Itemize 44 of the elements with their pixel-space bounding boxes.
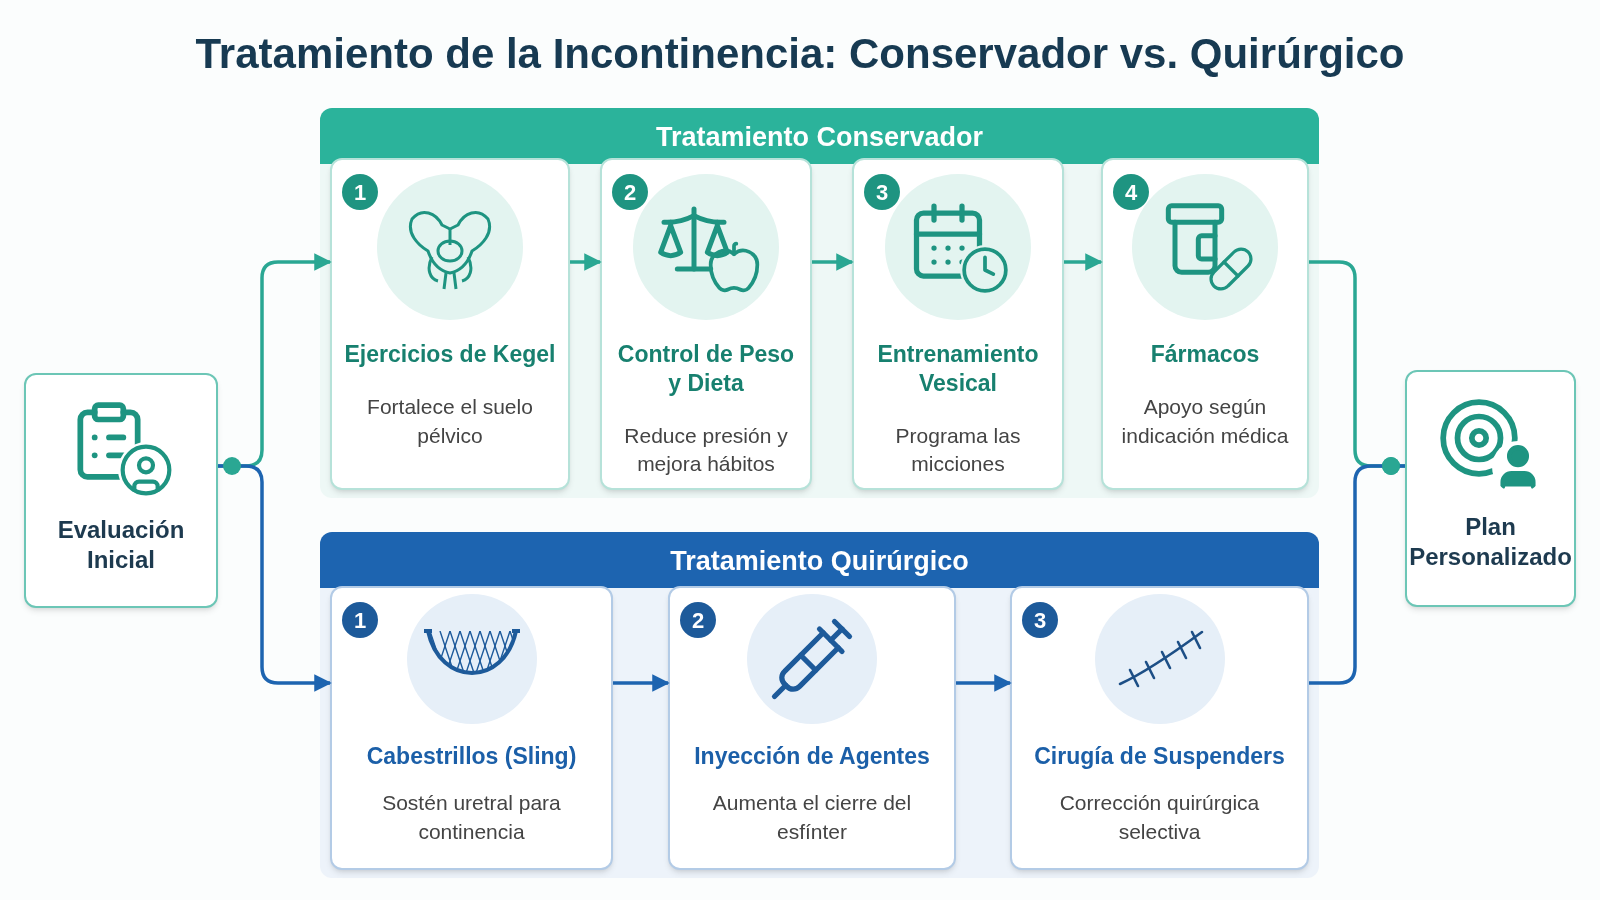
section-header-band: Tratamiento Quirúrgico: [320, 532, 1319, 588]
step-card: [668, 586, 956, 870]
step-description: Sostén uretral para continencia: [381, 789, 562, 845]
step-title: Cabestrillos (Sling): [365, 742, 578, 771]
section-panel: [320, 532, 1319, 878]
section-panel: [320, 108, 1319, 498]
step-card: [330, 158, 570, 490]
step-number-badge: 2: [612, 174, 648, 210]
step-title: Cirugía de Suspenders: [1033, 742, 1286, 771]
diagram-title: Tratamiento de la Incontinencia: Conservador vs. Quirúrgico: [194, 29, 1406, 79]
step-title: Entrenamiento Vesical: [876, 340, 1040, 398]
step-description: Programa las micciones: [894, 422, 1022, 478]
step-number-badge: 1: [342, 174, 378, 210]
step-card: [852, 158, 1064, 490]
endpoint-card: [24, 373, 218, 608]
arrow: [1064, 253, 1103, 271]
step-description: Apoyo según indicación médica: [1120, 393, 1290, 449]
step-title: Fármacos: [1149, 340, 1261, 369]
connector-line: [1309, 457, 1405, 685]
endpoint-card: [1405, 370, 1576, 607]
step-description: Corrección quirúrgica selectiva: [1058, 789, 1261, 845]
endpoint-label: Plan Personalizado: [1408, 512, 1573, 572]
step-description: Aumenta el cierre del esfínter: [711, 789, 913, 845]
step-description: Reduce presión y mejora hábitos: [623, 422, 789, 478]
step-number-badge: 1: [342, 602, 378, 638]
step-number-badge: 4: [1113, 174, 1149, 210]
step-number-badge: 2: [680, 602, 716, 638]
step-description: Fortalece el suelo pélvico: [366, 393, 534, 449]
arrow: [218, 464, 332, 692]
step-card: [330, 586, 613, 870]
step-title: Inyección de Agentes: [693, 742, 931, 771]
step-card: [1101, 158, 1309, 490]
arrow: [812, 253, 854, 271]
step-number-badge: 3: [1022, 602, 1058, 638]
endpoint-label: Evaluación Inicial: [56, 515, 186, 575]
arrow: [570, 253, 602, 271]
step-card: [600, 158, 812, 490]
step-number-badge: 3: [864, 174, 900, 210]
section-header-band: Tratamiento Conservador: [320, 108, 1319, 164]
step-title: Control de Peso y Dieta: [616, 340, 796, 398]
step-card: [1010, 586, 1309, 870]
arrow: [956, 674, 1012, 692]
arrow: [613, 674, 670, 692]
step-title: Ejercicios de Kegel: [343, 340, 557, 369]
